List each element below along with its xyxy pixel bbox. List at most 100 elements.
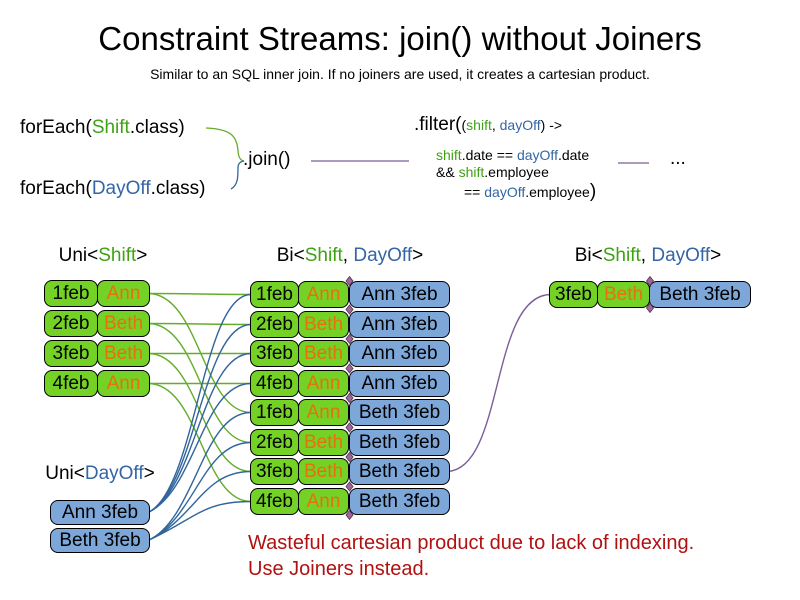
bi-join-dayoff-cell: Beth 3feb	[349, 429, 450, 456]
bi-join-dayoff-cell: Beth 3feb	[349, 488, 450, 515]
dayoff-join-link	[147, 441, 252, 542]
code-segment: shift	[436, 147, 462, 163]
shift-join-link	[147, 292, 252, 414]
bi-join-date-cell: 4feb	[250, 488, 299, 515]
warning-note-line2: Use Joiners instead.	[248, 558, 430, 580]
uni-dayoff-cell: Beth 3feb	[50, 528, 150, 553]
code-segment: ,	[640, 245, 652, 266]
code-segment: ,	[491, 117, 500, 133]
bi-join-dayoff-cell: Beth 3feb	[349, 458, 450, 485]
code-segment: dayOff	[516, 147, 558, 163]
bi-join-date-cell: 2feb	[250, 429, 299, 456]
code-segment: .employee	[484, 164, 549, 180]
code-segment: DayOff	[84, 463, 144, 484]
code-segment: Uni<	[58, 245, 99, 266]
bi-join-date-cell: 3feb	[250, 340, 299, 367]
bi-filtered-employee-cell: Beth	[597, 281, 650, 308]
heading-uni-dayoff: Uni<DayOff>	[45, 463, 155, 485]
code-ellipsis: ...	[670, 148, 686, 169]
filter-result-link	[447, 293, 552, 473]
bi-join-employee-cell: Beth	[298, 429, 349, 456]
code-segment: forEach(	[20, 178, 92, 199]
uni-shift-employee-cell: Ann	[97, 370, 150, 397]
code-segment: DayOff	[91, 178, 151, 199]
slide-subtitle: Similar to an SQL inner join. If no join…	[150, 66, 650, 82]
bi-join-dayoff-cell: Ann 3feb	[349, 281, 450, 308]
code-segment: ==	[464, 184, 485, 200]
code-segment: Bi<	[574, 245, 603, 266]
code-foreach-dayoff: forEach(DayOff.class)	[20, 178, 206, 200]
code-segment: .join()	[243, 149, 291, 170]
dayoff-join-link	[147, 500, 252, 542]
code-segment: >	[143, 463, 155, 484]
code-segment: Bi<	[276, 245, 305, 266]
code-foreach-shift: forEach(Shift.class)	[20, 117, 185, 139]
code-segment: .employee	[525, 184, 590, 200]
code-segment: .filter(	[414, 114, 462, 135]
code-segment: .date ==	[461, 147, 517, 163]
shift-join-link	[147, 352, 252, 473]
uni-shift-date-cell: 2feb	[44, 310, 98, 337]
code-segment: Shift	[602, 245, 641, 266]
code-segment: .class)	[150, 178, 206, 199]
bi-join-employee-cell: Ann	[298, 370, 349, 397]
code-segment: dayOff	[499, 117, 541, 133]
code-segment: shift	[466, 117, 492, 133]
uni-shift-employee-cell: Beth	[97, 310, 150, 337]
code-segment: >	[136, 245, 148, 266]
bi-join-employee-cell: Ann	[298, 488, 349, 515]
uni-shift-date-cell: 1feb	[44, 280, 98, 307]
code-filter-line1: .filter((shift, dayOff) ->	[414, 114, 562, 136]
bi-join-dayoff-cell: Ann 3feb	[349, 340, 450, 367]
bi-join-date-cell: 1feb	[250, 399, 299, 426]
code-segment: forEach(	[20, 117, 92, 138]
code-segment: .class)	[129, 117, 185, 138]
shift-join-link	[147, 382, 252, 503]
uni-shift-date-cell: 3feb	[44, 340, 98, 367]
bi-join-employee-cell: Beth	[298, 340, 349, 367]
dayoff-join-link	[147, 293, 252, 514]
warning-note: Wasteful cartesian product due to lack o…	[248, 530, 694, 582]
shift-join-link	[147, 322, 252, 326]
code-segment: shift	[458, 164, 485, 180]
dayoff-join-link	[147, 382, 252, 514]
code-join: .join()	[243, 149, 291, 171]
dayoff-join-link	[147, 470, 252, 542]
code-filter-line3: && shift.employee	[436, 161, 549, 183]
bi-join-employee-cell: Beth	[298, 458, 349, 485]
join-brace-shift	[205, 127, 245, 162]
bi-join-employee-cell: Ann	[298, 399, 349, 426]
bi-join-dayoff-cell: Ann 3feb	[349, 370, 450, 397]
code-segment: ) ->	[540, 117, 563, 133]
bi-join-employee-cell: Beth	[298, 311, 349, 338]
uni-shift-date-cell: 4feb	[44, 370, 98, 397]
code-segment: DayOff	[651, 245, 711, 266]
code-segment: Shift	[98, 245, 137, 266]
code-segment: ,	[342, 245, 354, 266]
code-segment: (	[461, 117, 467, 133]
bi-join-date-cell: 3feb	[250, 458, 299, 485]
bi-join-dayoff-cell: Ann 3feb	[349, 311, 450, 338]
code-segment: )	[589, 181, 597, 202]
shift-join-link	[147, 292, 252, 296]
bi-join-dayoff-cell: Beth 3feb	[349, 399, 450, 426]
code-filter-line2: shift.date == dayOff.date	[436, 144, 589, 166]
bi-join-date-cell: 2feb	[250, 311, 299, 338]
heading-bi-filtered: Bi<Shift, DayOff>	[575, 245, 721, 267]
code-segment: DayOff	[353, 245, 413, 266]
uni-shift-employee-cell: Beth	[97, 340, 150, 367]
uni-dayoff-cell: Ann 3feb	[50, 500, 150, 525]
bi-join-employee-cell: Ann	[298, 281, 349, 308]
bi-join-date-cell: 4feb	[250, 370, 299, 397]
shift-join-link	[147, 322, 252, 444]
code-filter-line4: == dayOff.employee)	[464, 181, 596, 203]
code-segment: Shift	[91, 117, 130, 138]
uni-shift-employee-cell: Ann	[97, 280, 150, 307]
dayoff-join-link	[147, 323, 252, 514]
slide-title: Constraint Streams: join() without Joine…	[98, 20, 702, 57]
dayoff-join-link	[147, 411, 252, 542]
heading-bi-join: Bi<Shift, DayOff>	[277, 245, 423, 267]
heading-uni-shift: Uni<Shift>	[59, 245, 148, 267]
dayoff-join-link	[147, 352, 252, 514]
